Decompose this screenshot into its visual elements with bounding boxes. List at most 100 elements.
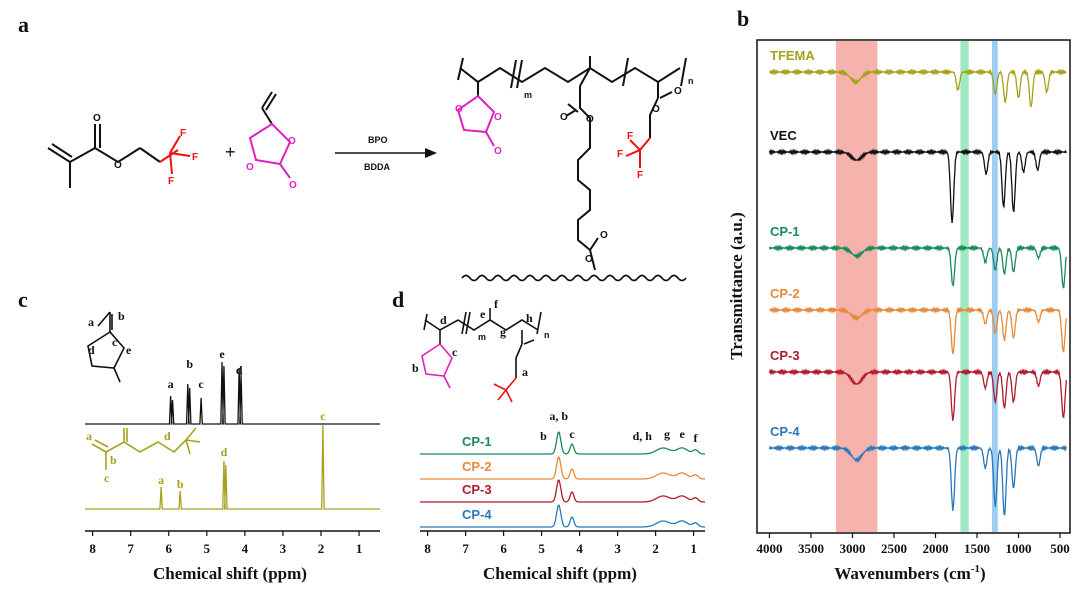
ftir-label-cp-2: CP-2 [770,286,800,301]
ftir-series-cp-3 [768,368,1067,421]
ftir-series-tfema [768,68,1067,108]
tfema-f3: F [168,176,174,187]
nmr-d-tick-label: 6 [500,541,507,556]
nmr-c-vec-peak-e: e [219,347,225,361]
cp-nmr-structure [421,308,542,403]
nmr-c-tick-label: 4 [242,541,249,556]
tfema-nmr-structure [91,427,201,470]
ftir-frame [756,39,1071,534]
tfema-f2: F [192,152,198,163]
vec-struct-e: e [126,343,132,357]
nmr-d-tick-label: 7 [462,541,469,556]
nmr-c-tick-label: 5 [204,541,211,556]
nmr-d-x-label: Chemical shift (ppm) [483,564,637,583]
nmr-c-tick-label: 6 [165,541,172,556]
ftir-tick-label: 500 [1050,541,1070,556]
nmr-d-label-cp-2: CP-2 [462,459,492,474]
nmr-d-tick-label: 4 [576,541,583,556]
vec-o2: O [246,162,254,173]
nmr-d-spectra [420,431,705,528]
vec-nmr-structure [87,311,125,383]
nmr-d-series-cp-2 [420,456,705,480]
reagent-bdda: BDDA [364,162,390,172]
tfema-f1: F [180,128,186,139]
nmr-c-tick-label: 3 [280,541,287,556]
tfema-o1: O [93,113,101,124]
subscript-m: m [524,90,532,100]
nmr-d-tick-label: 5 [538,541,545,556]
nmr-c-vec-peak-c: c [198,377,204,391]
cp-struct-f: f [494,297,499,311]
ftir-band-0 [835,41,878,532]
nmr-d-series-cp-4 [420,504,705,528]
vec-struct-d: d [88,343,95,357]
nmr-d-peak-label: c [569,427,575,441]
vec-struct-a: a [88,315,94,329]
reaction-arrow [335,148,437,158]
cp-struct-b: b [412,361,419,375]
nmr-d-label-cp-4: CP-4 [462,507,492,522]
tfema-o2: O [114,160,122,171]
vec-o3: O [289,180,297,191]
nmr-d-tick-label: 8 [424,541,431,556]
nmr-d-peak-label: f [694,431,699,445]
panel-a: a O O F F F + O O O [18,12,694,282]
nmr-c-tick-label: 2 [318,541,325,556]
plus-sign: + [225,142,236,162]
poly-f1: F [617,149,623,160]
ftir-tick-label: 1500 [964,541,990,556]
cp-struct-c: c [452,345,458,359]
ftir-series-cp-4 [768,444,1067,516]
poly-o5: O [674,86,682,97]
nmr-c-tfema-spectrum [85,424,380,510]
cp-subscript-n: n [544,330,550,340]
poly-o4: O [600,230,608,241]
poly-o2: O [586,114,594,125]
cp-struct-e: e [480,307,486,321]
vec-structure [248,91,292,179]
tfema-structure [47,124,191,188]
ftir-series-vec [768,148,1067,224]
nmr-c-tick-label: 7 [127,541,134,556]
ftir-bands [835,41,998,532]
ftir-series-cp-2 [769,306,1067,354]
cp-struct-a: a [522,365,528,379]
vec-struct-b: b [118,309,125,323]
poly-f2: F [627,131,633,142]
panel-b-label: b [737,6,749,31]
nmr-c-tick-label: 1 [356,541,363,556]
poly-vec-o2: O [494,112,502,123]
cp-struct-h: h [526,311,533,325]
poly-vec-o1: O [455,104,463,115]
ftir-spectra [768,68,1067,516]
poly-vec-o3: O [494,146,502,157]
crosslink-wavy-line [461,274,687,282]
nmr-c-x-label: Chemical shift (ppm) [153,564,307,583]
poly-o3: O [585,254,593,265]
poly-f3: F [637,170,643,181]
ftir-tick-label: 4000 [756,541,782,556]
vec-o1: O [288,136,296,147]
subscript-n: n [688,76,694,86]
poly-o1: O [560,112,568,123]
nmr-c-tfema-peak-b: b [177,477,184,491]
panel-d: d d e f g h m n c b a [392,287,705,583]
ftir-series-cp-1 [768,244,1067,289]
nmr-d-tick-label: 2 [652,541,659,556]
nmr-c-vec-peak-a: a [168,377,174,391]
nmr-c-vec-peak-b: b [186,357,193,371]
panel-c-label: c [18,287,28,312]
tfema-struct-b: b [110,453,117,467]
ftir-tick-label: 2000 [923,541,949,556]
ftir-band-2 [991,41,998,532]
ftir-label-cp-1: CP-1 [770,224,800,239]
nmr-c-tfema-peak-c: c [320,409,326,423]
ftir-tick-label: 1000 [1006,541,1032,556]
nmr-c-vec-peak-d: d [236,363,243,377]
ftir-x-label: Wavenumbers (cm-1) [834,563,985,583]
